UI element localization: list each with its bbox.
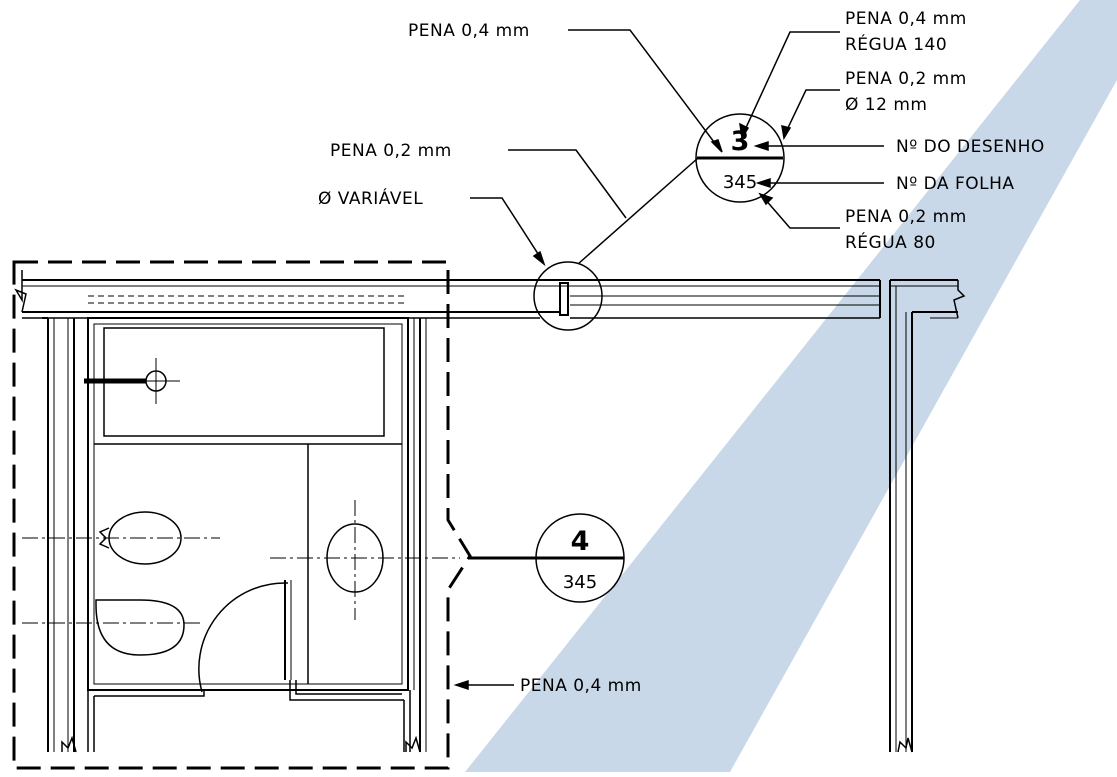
detail-boundary xyxy=(12,260,472,770)
label-pen-04-right-a: PENA 0,4 mm xyxy=(845,9,967,29)
accent-band xyxy=(465,0,1117,772)
label-pen-04-top: PENA 0,4 mm xyxy=(408,21,530,41)
detail-circle xyxy=(533,261,603,331)
label-pen-02-bottom-b: RÉGUA 80 xyxy=(845,231,936,253)
section-callout: 4 345 xyxy=(470,513,625,603)
annotation-leaders xyxy=(453,29,884,691)
label-pen-04-bottom: PENA 0,4 mm xyxy=(520,676,642,696)
label-pen-02-bottom-a: PENA 0,2 mm xyxy=(845,207,967,227)
label-sheet-no: Nº DA FOLHA xyxy=(896,174,1015,194)
label-pen-04-right-b: RÉGUA 140 xyxy=(845,33,947,55)
section-callout-sheet: 345 xyxy=(563,572,597,593)
label-pen-02-right-b: Ø 12 mm xyxy=(845,95,927,115)
detail-leader xyxy=(577,157,699,265)
label-pen-02-right-a: PENA 0,2 mm xyxy=(845,69,967,89)
label-diameter-variable: Ø VARIÁVEL xyxy=(318,187,423,209)
label-pen-02-left: PENA 0,2 mm xyxy=(330,141,452,161)
floor-plan xyxy=(14,270,966,753)
section-callout-drawing: 4 xyxy=(571,526,590,557)
label-drawing-no: Nº DO DESENHO xyxy=(896,137,1045,157)
annotation-labels: PENA 0,4 mm PENA 0,2 mm Ø VARIÁVEL PENA … xyxy=(318,9,1045,696)
detail-callout-sheet: 345 xyxy=(723,172,757,193)
